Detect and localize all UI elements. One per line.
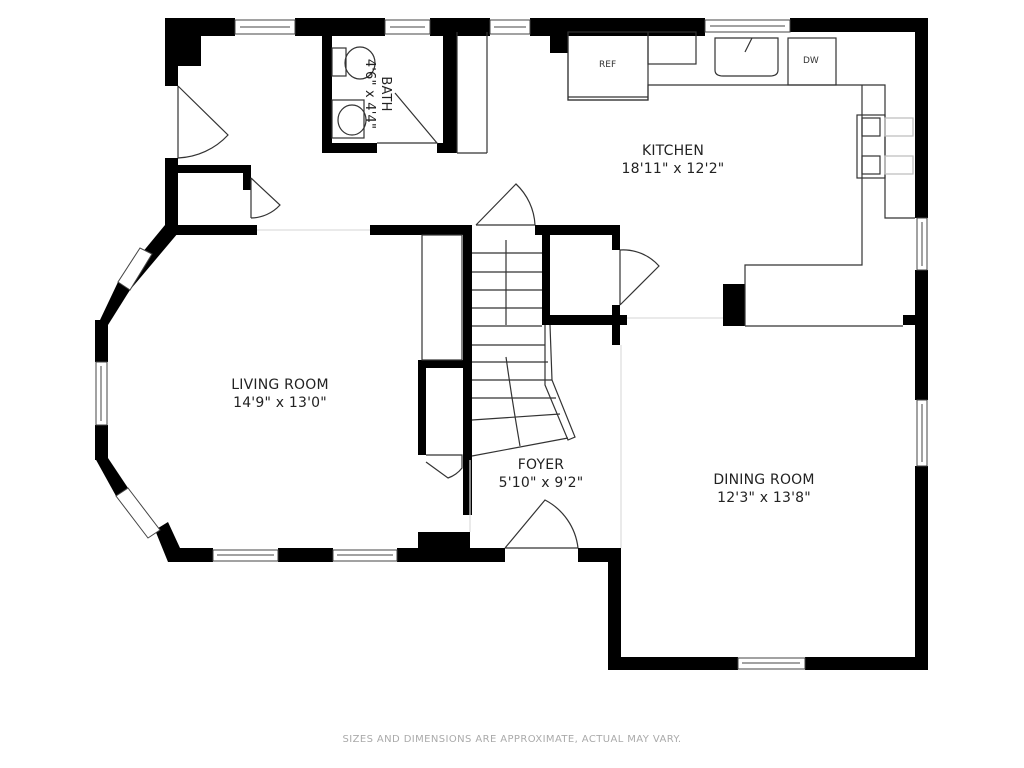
room-label-living-room: LIVING ROOM 14'9" x 13'0"	[210, 376, 350, 412]
room-label-bath: BATH 4'6" x 4'4"	[361, 44, 393, 144]
room-label-foyer: FOYER 5'10" x 9'2"	[481, 456, 601, 492]
foyer-name: FOYER	[517, 457, 565, 473]
dining-room-name: DINING ROOM	[713, 472, 815, 488]
disclaimer-text: SIZES AND DIMENSIONS ARE APPROXIMATE, AC…	[342, 734, 682, 745]
living-room-dimensions: 14'9" x 13'0"	[233, 395, 327, 411]
fixtures	[177, 31, 915, 549]
kitchen-name: KITCHEN	[641, 143, 705, 159]
refrigerator-label: REF	[599, 60, 617, 70]
walls	[95, 18, 928, 670]
living-room-name: LIVING ROOM	[231, 377, 329, 393]
bath-name: BATH	[378, 76, 393, 112]
room-label-dining-room: DINING ROOM 12'3" x 13'8"	[694, 471, 834, 507]
foyer-dimensions: 5'10" x 9'2"	[498, 475, 584, 491]
room-label-kitchen: KITCHEN 18'11" x 12'2"	[603, 142, 743, 178]
kitchen-dimensions: 18'11" x 12'2"	[621, 161, 725, 177]
bath-dimensions: 4'6" x 4'4"	[362, 58, 377, 130]
dining-room-dimensions: 12'3" x 13'8"	[717, 490, 811, 506]
windows	[95, 19, 928, 670]
dishwasher-label: DW	[803, 56, 819, 66]
